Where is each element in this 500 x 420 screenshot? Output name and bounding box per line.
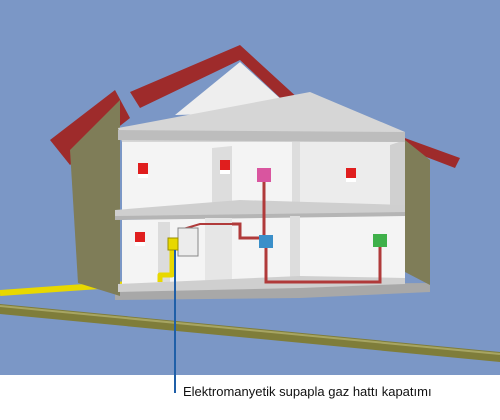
- smoke-sensor-upper-left-base: [138, 174, 148, 178]
- smoke-sensor-upper-middle-base: [220, 170, 230, 174]
- roof-left: [50, 90, 130, 165]
- underground-pipe-highlight: [0, 305, 500, 355]
- upper-right-side: [390, 140, 405, 208]
- lower-floor: [118, 276, 405, 292]
- lower-partition-middle: [205, 218, 232, 284]
- control-panel-right: [373, 234, 387, 247]
- smoke-sensor-upper-right-base: [346, 178, 356, 182]
- solenoid-valve: [167, 237, 179, 251]
- smoke-sensor-lower-left-base: [135, 242, 145, 246]
- wiring-lower: [264, 245, 382, 284]
- control-box-upper: [257, 168, 271, 182]
- ceiling-slab: [118, 92, 405, 142]
- roof-main: [130, 45, 300, 112]
- white-bottom-band: [0, 375, 500, 420]
- ceiling-slab-edge: [118, 130, 405, 142]
- smoke-sensor-upper-left: [138, 163, 148, 177]
- upper-partition-right: [292, 140, 300, 210]
- control-panel-center: [259, 235, 273, 248]
- caption-label: Elektromanyetik supapla gaz hattı kapatı…: [183, 384, 432, 399]
- lower-partition-right: [290, 216, 300, 282]
- smoke-sensor-lower-left: [135, 232, 145, 244]
- smoke-sensor-upper-middle: [220, 160, 230, 172]
- right-side-wall: [405, 140, 430, 285]
- left-side-wall: [70, 100, 120, 296]
- smoke-sensor-upper-right: [346, 168, 356, 180]
- wiring-upper: [232, 180, 266, 240]
- gas-meter-cabinet: [177, 227, 199, 257]
- lower-partition-left: [158, 222, 170, 288]
- upper-partition: [212, 146, 232, 210]
- indoor-gas-pipe: [157, 250, 175, 282]
